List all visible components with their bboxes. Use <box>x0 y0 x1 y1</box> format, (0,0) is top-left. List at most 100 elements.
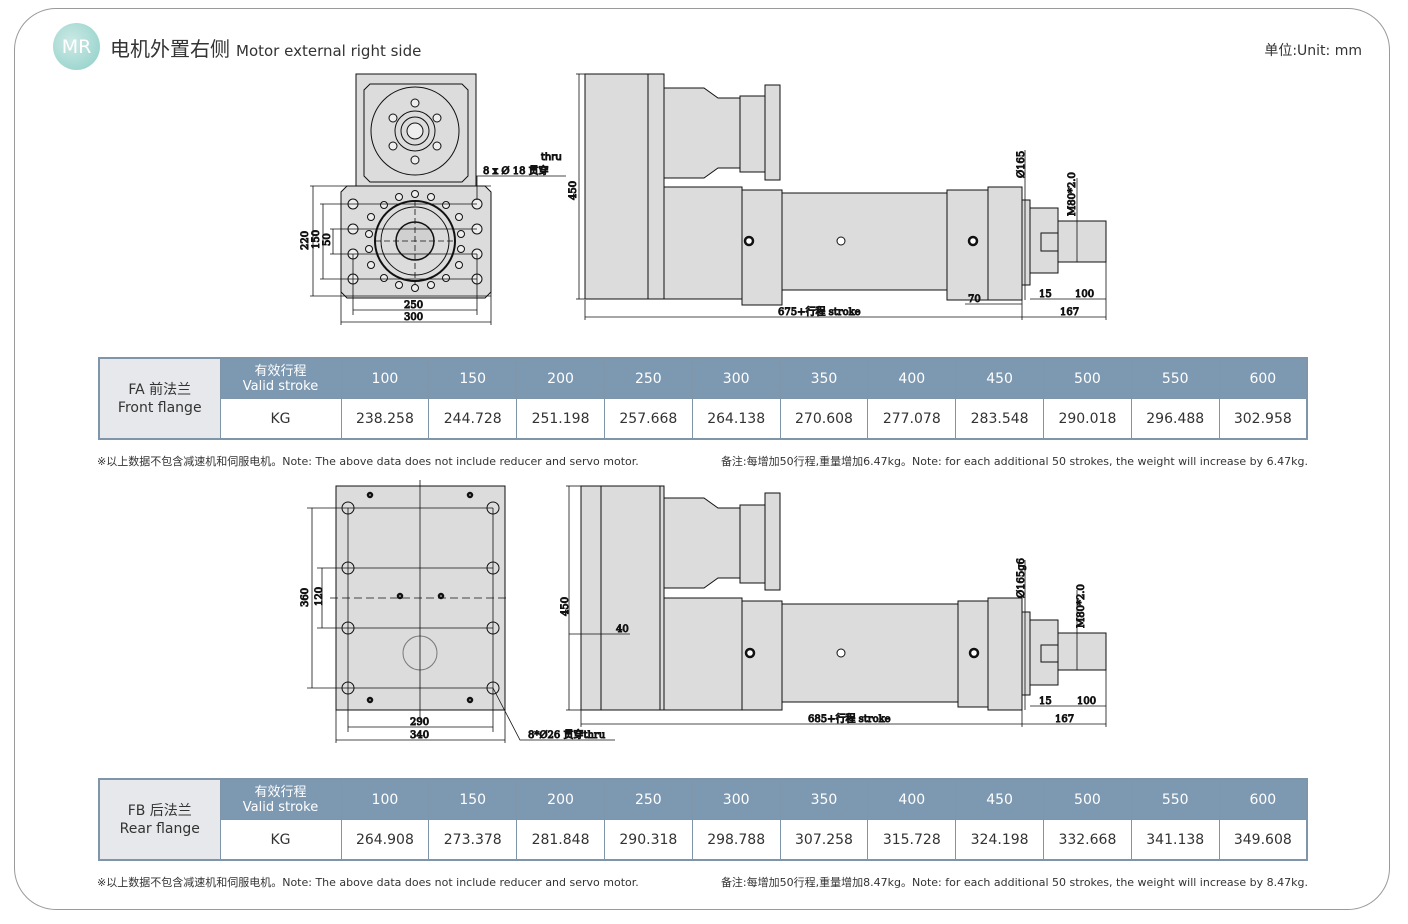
fb-front-view: 360 120 290 340 8*Ø26 贯穿thru <box>300 480 615 743</box>
stroke-cell: 500 <box>1043 357 1132 399</box>
unit-label: 单位:Unit: mm <box>1264 43 1362 59</box>
weight-cell: 264.908 <box>340 819 430 861</box>
weight-cell: 298.788 <box>691 819 781 861</box>
dim-70: 70 <box>968 294 981 305</box>
stroke-cell: 250 <box>603 778 693 820</box>
stroke-cell: 350 <box>779 357 869 399</box>
dim-100-fb: 100 <box>1077 696 1096 707</box>
fb-side-view: 450 40 Ø165g6 M80*2.0 15 100 167 685+行程 … <box>560 485 1107 727</box>
stroke-cell: 550 <box>1130 357 1220 399</box>
stroke-cell: 200 <box>516 357 605 399</box>
hole-note-fb: 8*Ø26 贯穿thru <box>528 728 606 741</box>
weight-cell: 324.198 <box>955 819 1044 861</box>
stroke-cell: 600 <box>1218 357 1308 399</box>
dim-340: 340 <box>410 730 429 741</box>
dim-250: 250 <box>404 300 423 311</box>
page-title: 电机外置右侧 Motor external right side <box>110 33 421 62</box>
stroke-cell: 400 <box>867 778 957 820</box>
stroke-cell: 250 <box>603 357 693 399</box>
dim-40: 40 <box>616 624 629 635</box>
stroke-cell: 100 <box>340 778 430 820</box>
weight-cell: 349.608 <box>1218 819 1308 861</box>
weight-cell: 264.138 <box>691 398 781 440</box>
dim-m80: M80*2.0 <box>1067 172 1078 216</box>
weight-cell: 277.078 <box>867 398 957 440</box>
dim-15-fb: 15 <box>1039 696 1052 707</box>
weight-cell: 257.668 <box>603 398 693 440</box>
weight-cell: 296.488 <box>1130 398 1220 440</box>
stroke-cell: 300 <box>691 778 781 820</box>
weight-cell: 315.728 <box>867 819 957 861</box>
kg-label: KG <box>219 819 342 861</box>
fa-side-view: 450 Ø165 M80*2.0 70 15 100 167 675+行程 st… <box>568 73 1107 320</box>
valid-stroke-en: Valid stroke <box>242 378 319 394</box>
weight-cell: 238.258 <box>340 398 430 440</box>
fb-note-left: ※以上数据不包含减速机和伺服电机。Note: The above data do… <box>97 876 639 889</box>
weight-cell: 290.018 <box>1043 398 1132 440</box>
stroke-cell: 300 <box>691 357 781 399</box>
weight-cell: 251.198 <box>516 398 605 440</box>
dim-360: 360 <box>300 588 311 607</box>
dim-50: 50 <box>322 233 333 246</box>
stroke-cell: 600 <box>1218 778 1308 820</box>
stroke-cell: 150 <box>428 778 518 820</box>
hole-note-thru: thru <box>541 152 562 163</box>
title-cn: 电机外置右侧 <box>110 37 230 61</box>
fa-note-left: ※以上数据不包含减速机和伺服电机。Note: The above data do… <box>97 455 639 468</box>
stroke-cell: 350 <box>779 778 869 820</box>
flange-type-cn: FB 后法兰 <box>127 802 192 819</box>
dim-150: 150 <box>311 230 322 249</box>
weight-cell: 273.378 <box>428 819 518 861</box>
weight-cell: 244.728 <box>428 398 518 440</box>
weight-cell: 341.138 <box>1130 819 1220 861</box>
stroke-cell: 400 <box>867 357 957 399</box>
stroke-cell: 550 <box>1130 778 1220 820</box>
stroke-cell: 450 <box>955 778 1044 820</box>
stroke-cell: 200 <box>516 778 605 820</box>
dim-120: 120 <box>314 587 325 606</box>
fa-note-right: 备注:每增加50行程,重量增加6.47kg。Note: for each add… <box>720 455 1308 468</box>
dim-167-fb: 167 <box>1055 714 1074 725</box>
weight-cell: 283.548 <box>955 398 1044 440</box>
weight-cell: 281.848 <box>516 819 605 861</box>
dim-450-fb: 450 <box>560 597 571 616</box>
dim-m80-fb: M80*2.0 <box>1076 584 1087 628</box>
stroke-cell: 150 <box>428 357 518 399</box>
stroke-cell: 100 <box>340 357 430 399</box>
page-frame <box>14 8 1390 910</box>
valid-stroke-en: Valid stroke <box>242 799 319 815</box>
dim-167: 167 <box>1060 307 1079 318</box>
dim-100: 100 <box>1075 289 1094 300</box>
mr-badge: MR <box>53 23 100 70</box>
stroke-cell: 450 <box>955 357 1044 399</box>
dim-15: 15 <box>1039 289 1052 300</box>
title-en: Motor external right side <box>236 42 422 60</box>
hole-note: 8 x Ø 18 贯穿 <box>483 164 549 177</box>
kg-label: KG <box>219 398 342 440</box>
dim-300: 300 <box>404 312 423 323</box>
valid-stroke-cn: 有效行程 <box>254 784 307 800</box>
dim-stroke-fb: 685+行程 stroke <box>808 712 891 725</box>
dim-d165: Ø165 <box>1016 151 1027 178</box>
flange-type-cn: FA 前法兰 <box>128 381 192 398</box>
flange-type-en: Front flange <box>117 399 202 416</box>
dim-290: 290 <box>410 717 429 728</box>
weight-cell: 270.608 <box>779 398 869 440</box>
weight-cell: 302.958 <box>1218 398 1308 440</box>
flange-type-en: Rear flange <box>119 820 200 837</box>
weight-cell: 290.318 <box>603 819 693 861</box>
valid-stroke-cn: 有效行程 <box>254 363 307 379</box>
fb-note-right: 备注:每增加50行程,重量增加8.47kg。Note: for each add… <box>720 876 1308 889</box>
dim-450: 450 <box>568 181 579 200</box>
